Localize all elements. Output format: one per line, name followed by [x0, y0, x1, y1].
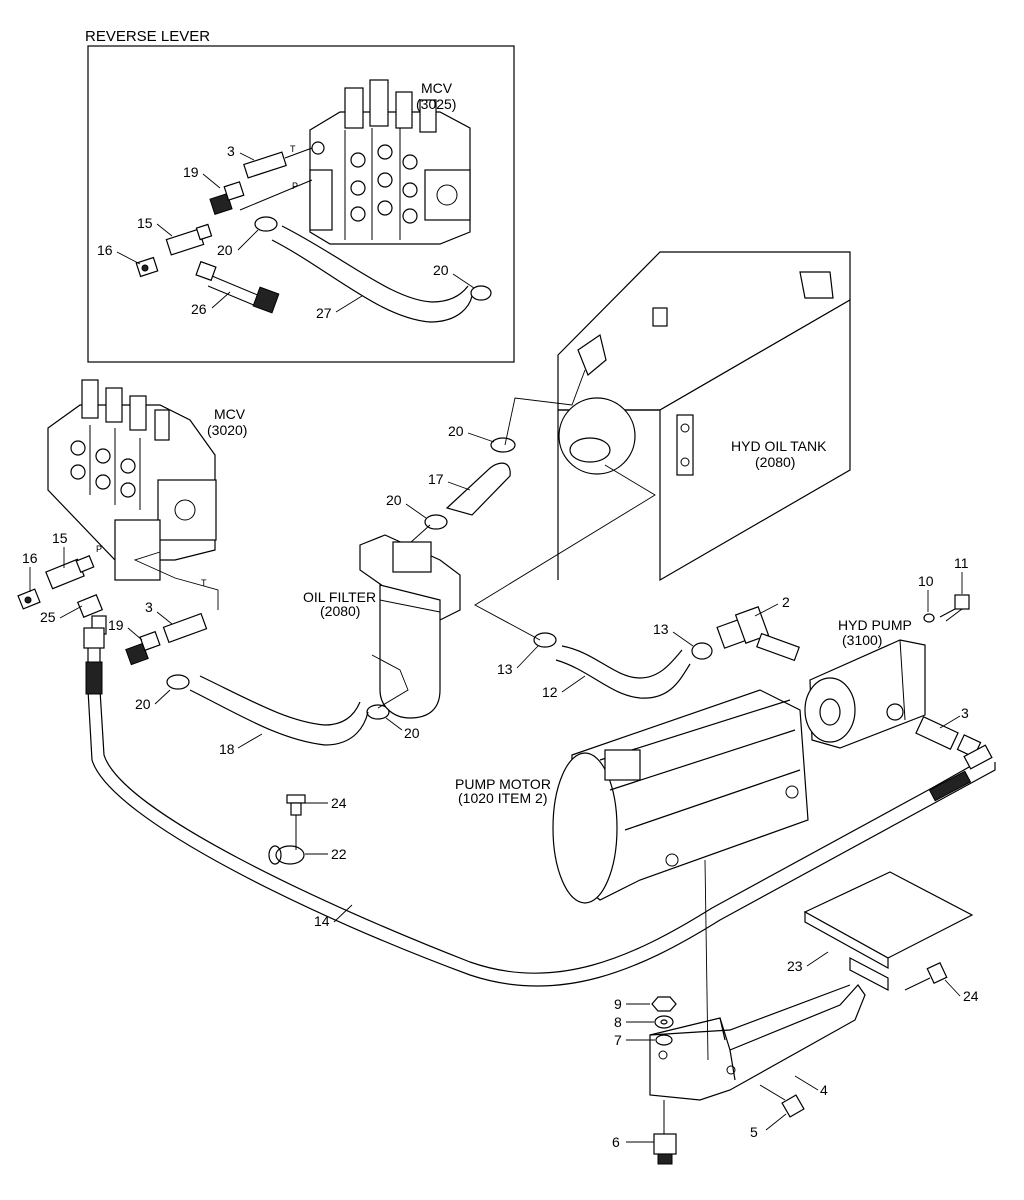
tee-15-inset: [165, 223, 213, 256]
mcv-inset-label-2: (3025): [416, 96, 456, 112]
callout-26: 26: [191, 301, 207, 317]
callout-20-filter-top: 20: [386, 492, 402, 508]
bolt-11: [939, 594, 970, 622]
elbow-19-inset: [209, 179, 313, 216]
fitting-26: [195, 260, 280, 314]
clamp-20-inset-a: [254, 216, 278, 232]
hose-17: [445, 462, 511, 516]
motor-label-1: PUMP MOTOR: [455, 776, 551, 792]
clamp-13-a: [533, 632, 557, 648]
callout-17: 17: [428, 471, 444, 487]
clamp-20-filter-bottom: [366, 704, 390, 720]
callout-6: 6: [612, 1134, 620, 1150]
oil-filter: [359, 534, 461, 719]
clamp-13-b: [691, 642, 713, 660]
inset-frame: [87, 45, 515, 363]
mcv-inset-label-1: MCV: [421, 80, 453, 96]
callout-24-a: 24: [331, 795, 347, 811]
callout-4: 4: [820, 1082, 828, 1098]
plate-23: [803, 871, 974, 991]
clamp-22: [268, 815, 305, 865]
callout-13-b: 13: [653, 621, 669, 637]
clamp-20-tank: [490, 437, 516, 453]
callout-3-main: 3: [145, 599, 153, 615]
hose-14: [83, 627, 996, 987]
callout-23: 23: [787, 958, 803, 974]
callout-13-a: 13: [497, 661, 513, 677]
filter-label-2: (2080): [320, 603, 360, 619]
washer-7: [655, 1034, 673, 1046]
callout-20-main: 20: [135, 696, 151, 712]
tee-2: [716, 606, 800, 662]
clamp-20-filter-top: [424, 514, 448, 530]
callout-20-inset-a: 20: [217, 242, 233, 258]
bolt-24-a: [286, 794, 306, 816]
callout-10: 10: [918, 573, 934, 589]
mount-6: [653, 1100, 677, 1165]
callout-14: 14: [314, 913, 330, 929]
callout-3-inset: 3: [227, 143, 235, 159]
fitting-16-main: [17, 588, 41, 610]
callout-18: 18: [219, 741, 235, 757]
hose-27: [271, 239, 473, 323]
pump-motor: [552, 689, 809, 904]
callout-19-main: 19: [108, 617, 124, 633]
hose-12: [555, 659, 691, 699]
callout-20-inset-b: 20: [433, 262, 449, 278]
callout-27: 27: [316, 305, 332, 321]
callout-7: 7: [614, 1032, 622, 1048]
callout-9: 9: [614, 996, 622, 1012]
pump-label-1: HYD PUMP: [838, 617, 912, 633]
tank-label-2: (2080): [755, 454, 795, 470]
callout-16-inset: 16: [97, 242, 113, 258]
callout-22: 22: [331, 846, 347, 862]
mcv-main-label-2: (3020): [207, 422, 247, 438]
nut-9: [651, 996, 677, 1012]
callout-11: 11: [954, 555, 969, 571]
fitting-16-inset: [135, 256, 159, 278]
port-t-inset: T: [290, 144, 296, 154]
callout-12: 12: [542, 684, 558, 700]
washer-10: [923, 613, 935, 623]
reverse-lever-inset: REVERSE LEVER MCV (3025) T P: [85, 28, 515, 363]
bracket-4: [649, 984, 866, 1101]
port-t-main: T: [201, 578, 207, 588]
hose-18: [189, 689, 369, 746]
hyd-oil-tank: [557, 251, 851, 582]
filter-label-1: OIL FILTER: [303, 589, 376, 605]
callout-2: 2: [782, 594, 790, 610]
bolt-24-b: [904, 961, 948, 991]
bolt-5: [759, 1084, 805, 1118]
fitting-3-main: [162, 612, 208, 644]
tee-15-main: [45, 555, 95, 590]
hyd-pump: [804, 639, 982, 758]
pump-label-2: (3100): [842, 632, 882, 648]
mcv-3020: [47, 379, 217, 581]
washer-8: [654, 1015, 674, 1029]
mcv-3025: [309, 79, 471, 245]
callout-20-filter-bottom: 20: [404, 725, 420, 741]
motor-label-2: (1020 ITEM 2): [458, 790, 547, 806]
callout-15-inset: 15: [137, 215, 153, 231]
callout-15-main: 15: [52, 530, 68, 546]
callout-19-inset: 19: [183, 164, 199, 180]
tank-label-1: HYD OIL TANK: [731, 438, 827, 454]
callout-5: 5: [750, 1124, 758, 1140]
callout-16-main: 16: [22, 550, 38, 566]
callout-20-tank: 20: [448, 423, 464, 439]
clamp-20-main: [166, 674, 190, 690]
port-p-main: P: [96, 544, 102, 554]
callout-8: 8: [614, 1014, 622, 1030]
callout-25: 25: [40, 609, 56, 625]
port-p-inset: P: [292, 181, 298, 191]
fitting-3-inset: [243, 147, 313, 179]
callout-3-pump: 3: [961, 705, 969, 721]
elbow-19-main: [125, 630, 161, 666]
callout-24-b: 24: [963, 988, 979, 1004]
mcv-main-label-1: MCV: [214, 406, 246, 422]
clamp-20-inset-b: [470, 285, 492, 301]
inset-title: REVERSE LEVER: [85, 28, 210, 45]
